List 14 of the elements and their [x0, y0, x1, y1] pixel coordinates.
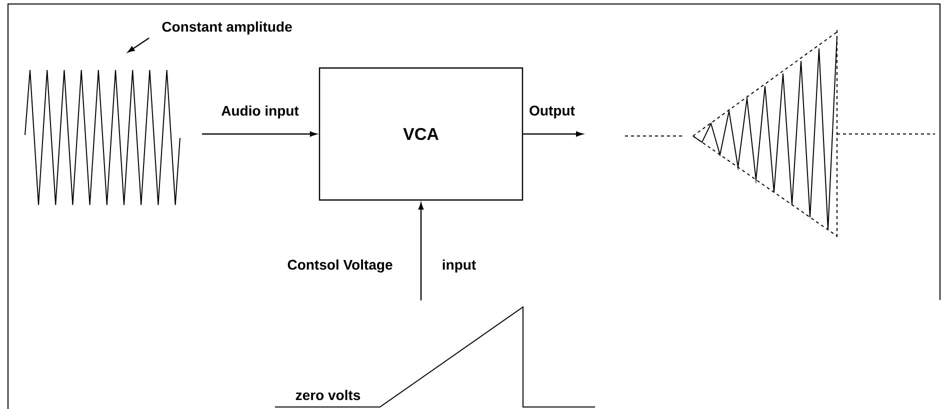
caption-text: Constant amplitude [162, 21, 292, 35]
leader-arrow [128, 38, 150, 52]
label-text: Contsol Voltage [288, 259, 392, 273]
arrow [523, 131, 583, 137]
arrow [202, 131, 317, 137]
rising-wave-drawing [624, 30, 936, 238]
arrow [418, 202, 424, 300]
label-text: zero volts [296, 390, 360, 400]
edge-label: Audio input [220, 104, 300, 120]
edge-label: Output [528, 104, 576, 120]
label-text: input [442, 259, 476, 273]
vca-box: VCA [318, 67, 524, 201]
sine-wave-drawing [24, 70, 180, 206]
ramp-voltage-drawing [274, 306, 596, 408]
